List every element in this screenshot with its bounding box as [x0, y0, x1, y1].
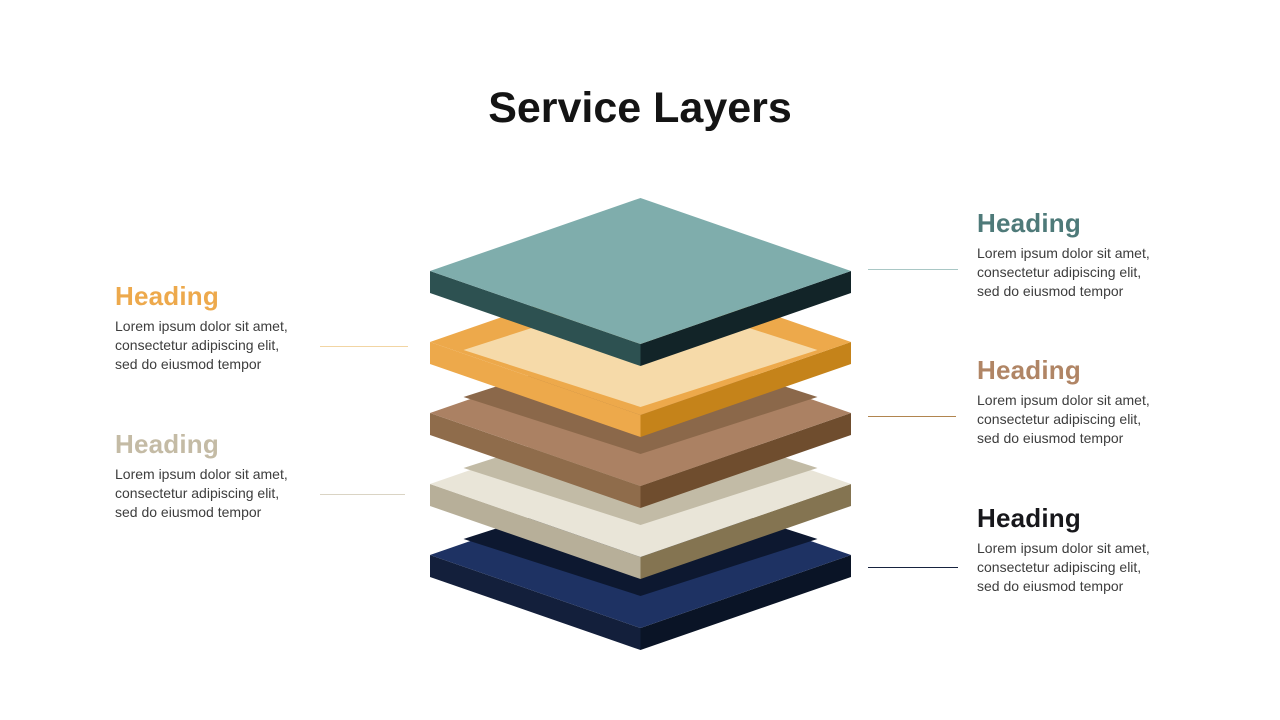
callout-heading: Heading	[977, 208, 1081, 238]
layer-teal	[430, 198, 851, 366]
layer-beige-left-face	[430, 484, 641, 579]
layer-orange-right-face	[640, 342, 851, 437]
layer-beige-right-face	[640, 484, 851, 579]
connector-line-navy	[868, 567, 958, 568]
callout-body: Lorem ipsum dolor sit amet, consectetur …	[977, 391, 1150, 446]
callout-beige: Heading Lorem ipsum dolor sit amet, cons…	[115, 429, 330, 522]
callout-heading: Heading	[115, 281, 219, 311]
layer-teal-right-face	[640, 271, 851, 366]
callout-orange: Heading Lorem ipsum dolor sit amet, cons…	[115, 281, 330, 374]
callout-heading: Heading	[115, 429, 219, 459]
callout-body: Lorem ipsum dolor sit amet, consectetur …	[115, 465, 288, 520]
callout-navy: Heading Lorem ipsum dolor sit amet, cons…	[977, 503, 1192, 596]
callout-body: Lorem ipsum dolor sit amet, consectetur …	[977, 539, 1150, 594]
callout-body: Lorem ipsum dolor sit amet, consectetur …	[977, 244, 1150, 299]
callout-heading: Heading	[977, 355, 1081, 385]
connector-line-brown	[868, 416, 956, 417]
callout-heading: Heading	[977, 503, 1081, 533]
layer-teal-left-face	[430, 271, 641, 366]
layer-stack-svg	[430, 198, 851, 650]
layer-navy-left-face	[430, 555, 641, 650]
layer-orange-left-face	[430, 342, 641, 437]
connector-line-beige	[320, 494, 405, 495]
layer-brown-left-face	[430, 413, 641, 508]
layer-teal-top-face	[430, 198, 851, 344]
connector-line-teal	[868, 269, 958, 270]
callout-teal: Heading Lorem ipsum dolor sit amet, cons…	[977, 208, 1192, 301]
layer-navy-right-face	[640, 555, 851, 650]
page-title: Service Layers	[488, 84, 792, 132]
callout-body: Lorem ipsum dolor sit amet, consectetur …	[115, 317, 288, 372]
callout-brown: Heading Lorem ipsum dolor sit amet, cons…	[977, 355, 1192, 448]
connector-line-orange	[320, 346, 408, 347]
layer-brown-right-face	[640, 413, 851, 508]
